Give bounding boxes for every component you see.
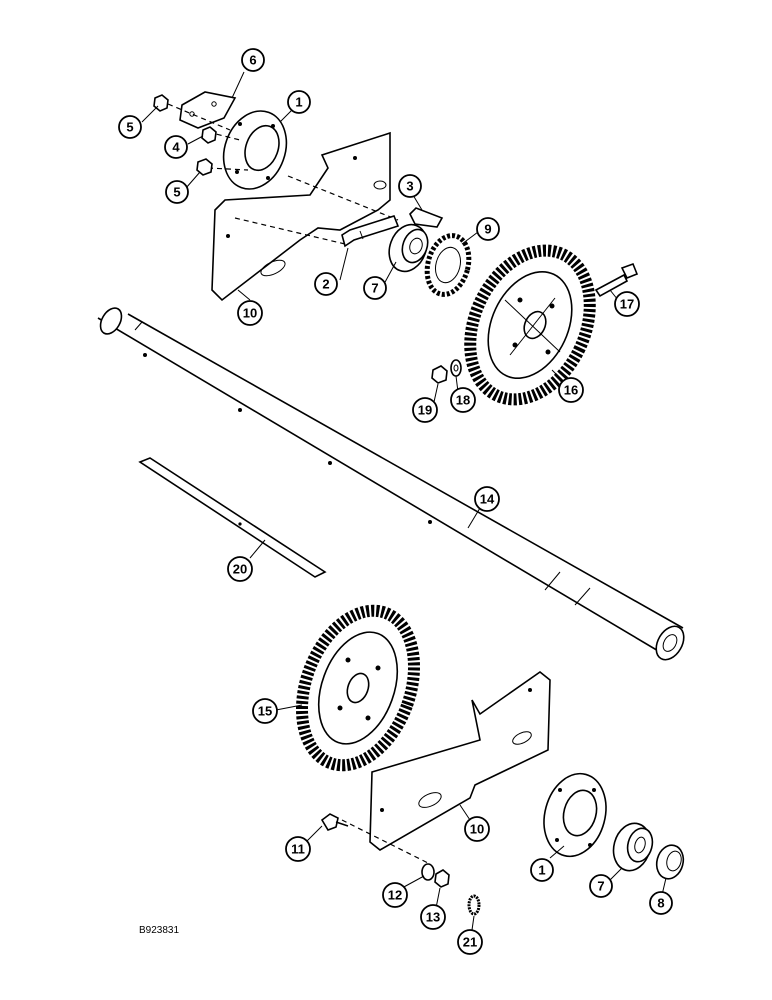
callout-9: 9 — [476, 217, 500, 241]
bearing — [388, 223, 429, 273]
hex-nut — [196, 158, 213, 176]
callout-15: 15 — [252, 698, 278, 724]
figure-reference: B923831 — [139, 925, 179, 936]
top-stripper-disc — [464, 244, 596, 406]
carriage-bolt — [409, 207, 444, 228]
washer — [450, 359, 462, 377]
svg-text:10: 10 — [243, 306, 257, 321]
callout-2: 2 — [314, 272, 338, 296]
bottom-flange — [543, 772, 607, 858]
svg-text:7: 7 — [371, 281, 378, 296]
callout-1: 1 — [287, 90, 311, 114]
svg-text:14: 14 — [480, 492, 495, 507]
callout-11: 11 — [285, 836, 311, 862]
locking-collar — [655, 844, 685, 880]
svg-text:5: 5 — [173, 185, 180, 200]
callout-19: 19 — [412, 397, 438, 423]
svg-text:3: 3 — [406, 179, 413, 194]
top-bracket — [179, 91, 237, 129]
carriage-bolt — [341, 215, 400, 248]
svg-text:1: 1 — [538, 863, 545, 878]
svg-text:15: 15 — [258, 704, 272, 719]
callout-16: 16 — [558, 377, 584, 403]
bottom-stripper-disc — [295, 604, 421, 772]
callout-7: 7 — [589, 874, 613, 898]
callout-5: 5 — [165, 180, 189, 204]
svg-text:9: 9 — [484, 222, 491, 237]
callout-6: 6 — [241, 48, 265, 72]
callout-13: 13 — [420, 904, 446, 930]
svg-text:5: 5 — [126, 120, 133, 135]
svg-text:16: 16 — [564, 383, 578, 398]
washer — [421, 863, 435, 881]
svg-text:12: 12 — [388, 888, 402, 903]
top-side-plate — [211, 131, 391, 302]
hex-nut — [201, 126, 217, 144]
svg-text:11: 11 — [291, 842, 305, 857]
callout-17: 17 — [614, 291, 640, 317]
svg-text:10: 10 — [470, 822, 484, 837]
callout-4: 4 — [164, 135, 188, 159]
svg-text:8: 8 — [657, 896, 664, 911]
svg-text:20: 20 — [233, 562, 247, 577]
hex-nut — [431, 365, 448, 384]
callout-7: 7 — [363, 276, 387, 300]
leader-lines — [141, 71, 667, 931]
svg-text:18: 18 — [456, 393, 470, 408]
bottom-bearing — [612, 822, 654, 872]
callout-10: 10 — [464, 816, 490, 842]
svg-text:17: 17 — [620, 297, 634, 312]
svg-text:7: 7 — [597, 879, 604, 894]
svg-text:19: 19 — [418, 403, 432, 418]
callout-20: 20 — [227, 556, 253, 582]
callout-18: 18 — [450, 387, 476, 413]
callout-8: 8 — [649, 891, 673, 915]
callout-5: 5 — [118, 115, 142, 139]
svg-text:4: 4 — [172, 140, 180, 155]
callout-21: 21 — [457, 929, 483, 955]
flange-bolt — [320, 813, 349, 831]
callout-10: 10 — [237, 300, 263, 326]
callout-12: 12 — [382, 882, 408, 908]
bottom-side-plate — [369, 671, 551, 851]
callout-14: 14 — [474, 486, 500, 512]
lock-washer — [467, 894, 481, 916]
callout-3: 3 — [398, 174, 422, 198]
svg-text:6: 6 — [249, 53, 256, 68]
key-strip — [138, 457, 327, 578]
svg-text:2: 2 — [322, 277, 329, 292]
hex-nut — [434, 869, 450, 888]
sprocket — [424, 233, 472, 297]
svg-text:21: 21 — [463, 935, 477, 950]
svg-text:13: 13 — [426, 910, 440, 925]
svg-text:1: 1 — [295, 95, 302, 110]
callout-1: 1 — [530, 858, 554, 882]
hex-bolt — [594, 262, 639, 298]
shaft — [97, 307, 685, 661]
